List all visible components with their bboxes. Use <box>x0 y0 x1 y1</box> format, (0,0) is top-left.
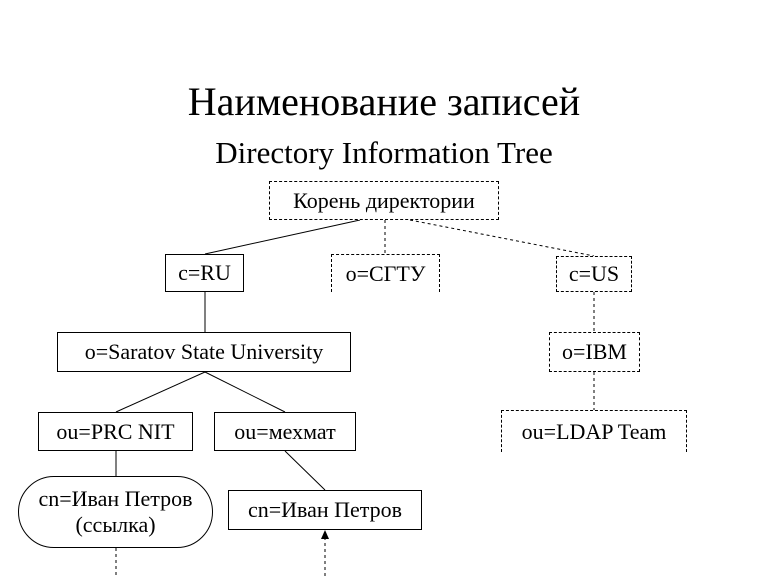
slide-title: Наименование записей <box>187 79 581 124</box>
edge-root-c-us <box>409 219 595 257</box>
node-o-saratov-label: o=Saratov State University <box>84 339 324 364</box>
node-o-saratov: o=Saratov State University <box>57 332 351 372</box>
node-ou-ldap: ou=LDAP Team <box>501 410 687 452</box>
node-c-ru: c=RU <box>165 254 244 292</box>
arrowhead-icon <box>321 530 329 539</box>
node-o-sgtu: o=СГТУ <box>331 254 440 292</box>
slide-subtitle: Directory Information Tree <box>215 135 553 170</box>
edge-mehmat-ivan <box>284 450 326 491</box>
node-root: Корень директории <box>269 181 499 220</box>
node-cn-alias-line2: (ссылка) <box>75 512 156 537</box>
node-cn-ivan-label: cn=Иван Петров <box>247 497 403 522</box>
node-o-sgtu-label: o=СГТУ <box>345 260 426 286</box>
node-ou-prc-label: ou=PRC NIT <box>56 418 175 444</box>
node-ou-prc: ou=PRC NIT <box>38 412 193 451</box>
edge-saratov-mehmat <box>204 371 286 413</box>
node-cn-alias: cn=Иван Петров (ссылка) <box>18 476 213 548</box>
edge-saratov-prc <box>115 371 206 413</box>
node-c-us-label: c=US <box>568 261 620 286</box>
node-cn-ivan: cn=Иван Петров <box>228 490 422 530</box>
edge-root-c-ru <box>204 219 361 255</box>
node-o-ibm-label: o=IBM <box>562 339 627 364</box>
node-c-ru-label: c=RU <box>178 260 231 285</box>
node-ou-mehmat: ou=мехмат <box>214 412 356 451</box>
node-root-label: Корень директории <box>293 187 475 213</box>
node-cn-alias-line1: cn=Иван Петров <box>38 486 193 511</box>
node-o-ibm: o=IBM <box>549 332 640 372</box>
node-c-us: c=US <box>556 256 632 292</box>
node-ou-ldap-label: ou=LDAP Team <box>521 418 667 444</box>
node-ou-mehmat-label: ou=мехмат <box>234 418 336 444</box>
